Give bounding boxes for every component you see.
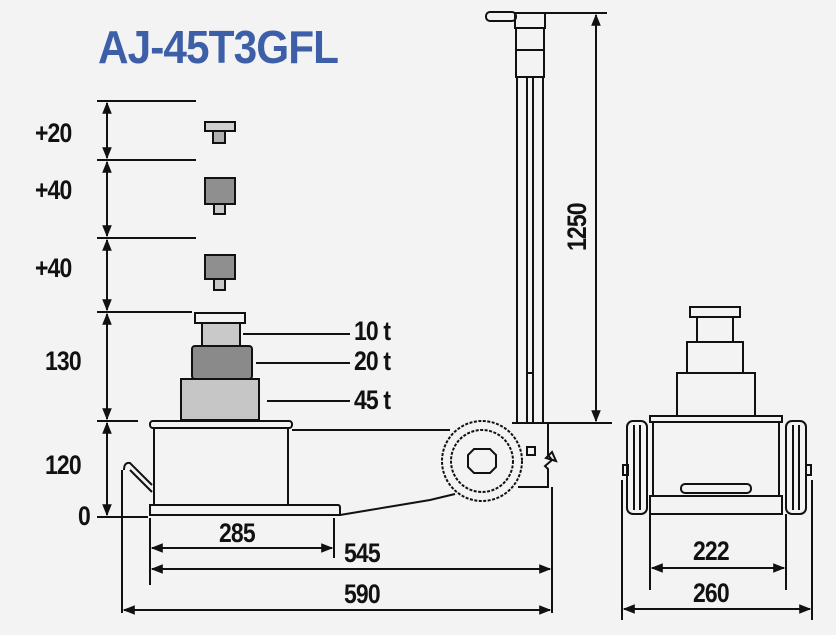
length-dimensions [122, 518, 552, 615]
dim-label-extension-20: +20 [35, 118, 72, 148]
height-dimension-chain [97, 101, 196, 517]
dim-label-length-590: 590 [344, 579, 381, 609]
dim-label-ground-0: 0 [78, 501, 91, 531]
dim-label-width-260: 260 [693, 578, 730, 608]
capacity-label-45t: 45 t [354, 385, 391, 415]
extension-40-b-icon [205, 255, 235, 290]
extension-40-a-icon [205, 178, 235, 214]
dim-label-handle-1250: 1250 [562, 203, 592, 251]
dim-label-width-222: 222 [693, 536, 730, 566]
jack-body-side [122, 421, 556, 613]
piston-stages [181, 313, 259, 420]
model-title: AJ-45T3GFL [98, 21, 339, 73]
dim-label-base-120: 120 [45, 450, 82, 480]
jack-front-view [622, 307, 812, 620]
handle [486, 12, 607, 423]
capacity-label-10t: 10 t [354, 316, 391, 346]
dim-label-stroke-130: 130 [45, 346, 82, 376]
dim-label-extension-40-a: +40 [35, 175, 72, 205]
capacity-label-20t: 20 t [354, 346, 391, 376]
dim-label-length-545: 545 [344, 538, 381, 568]
extension-20-icon [205, 122, 235, 143]
dim-label-extension-40-b: +40 [35, 253, 72, 283]
dim-label-length-285: 285 [219, 518, 256, 548]
